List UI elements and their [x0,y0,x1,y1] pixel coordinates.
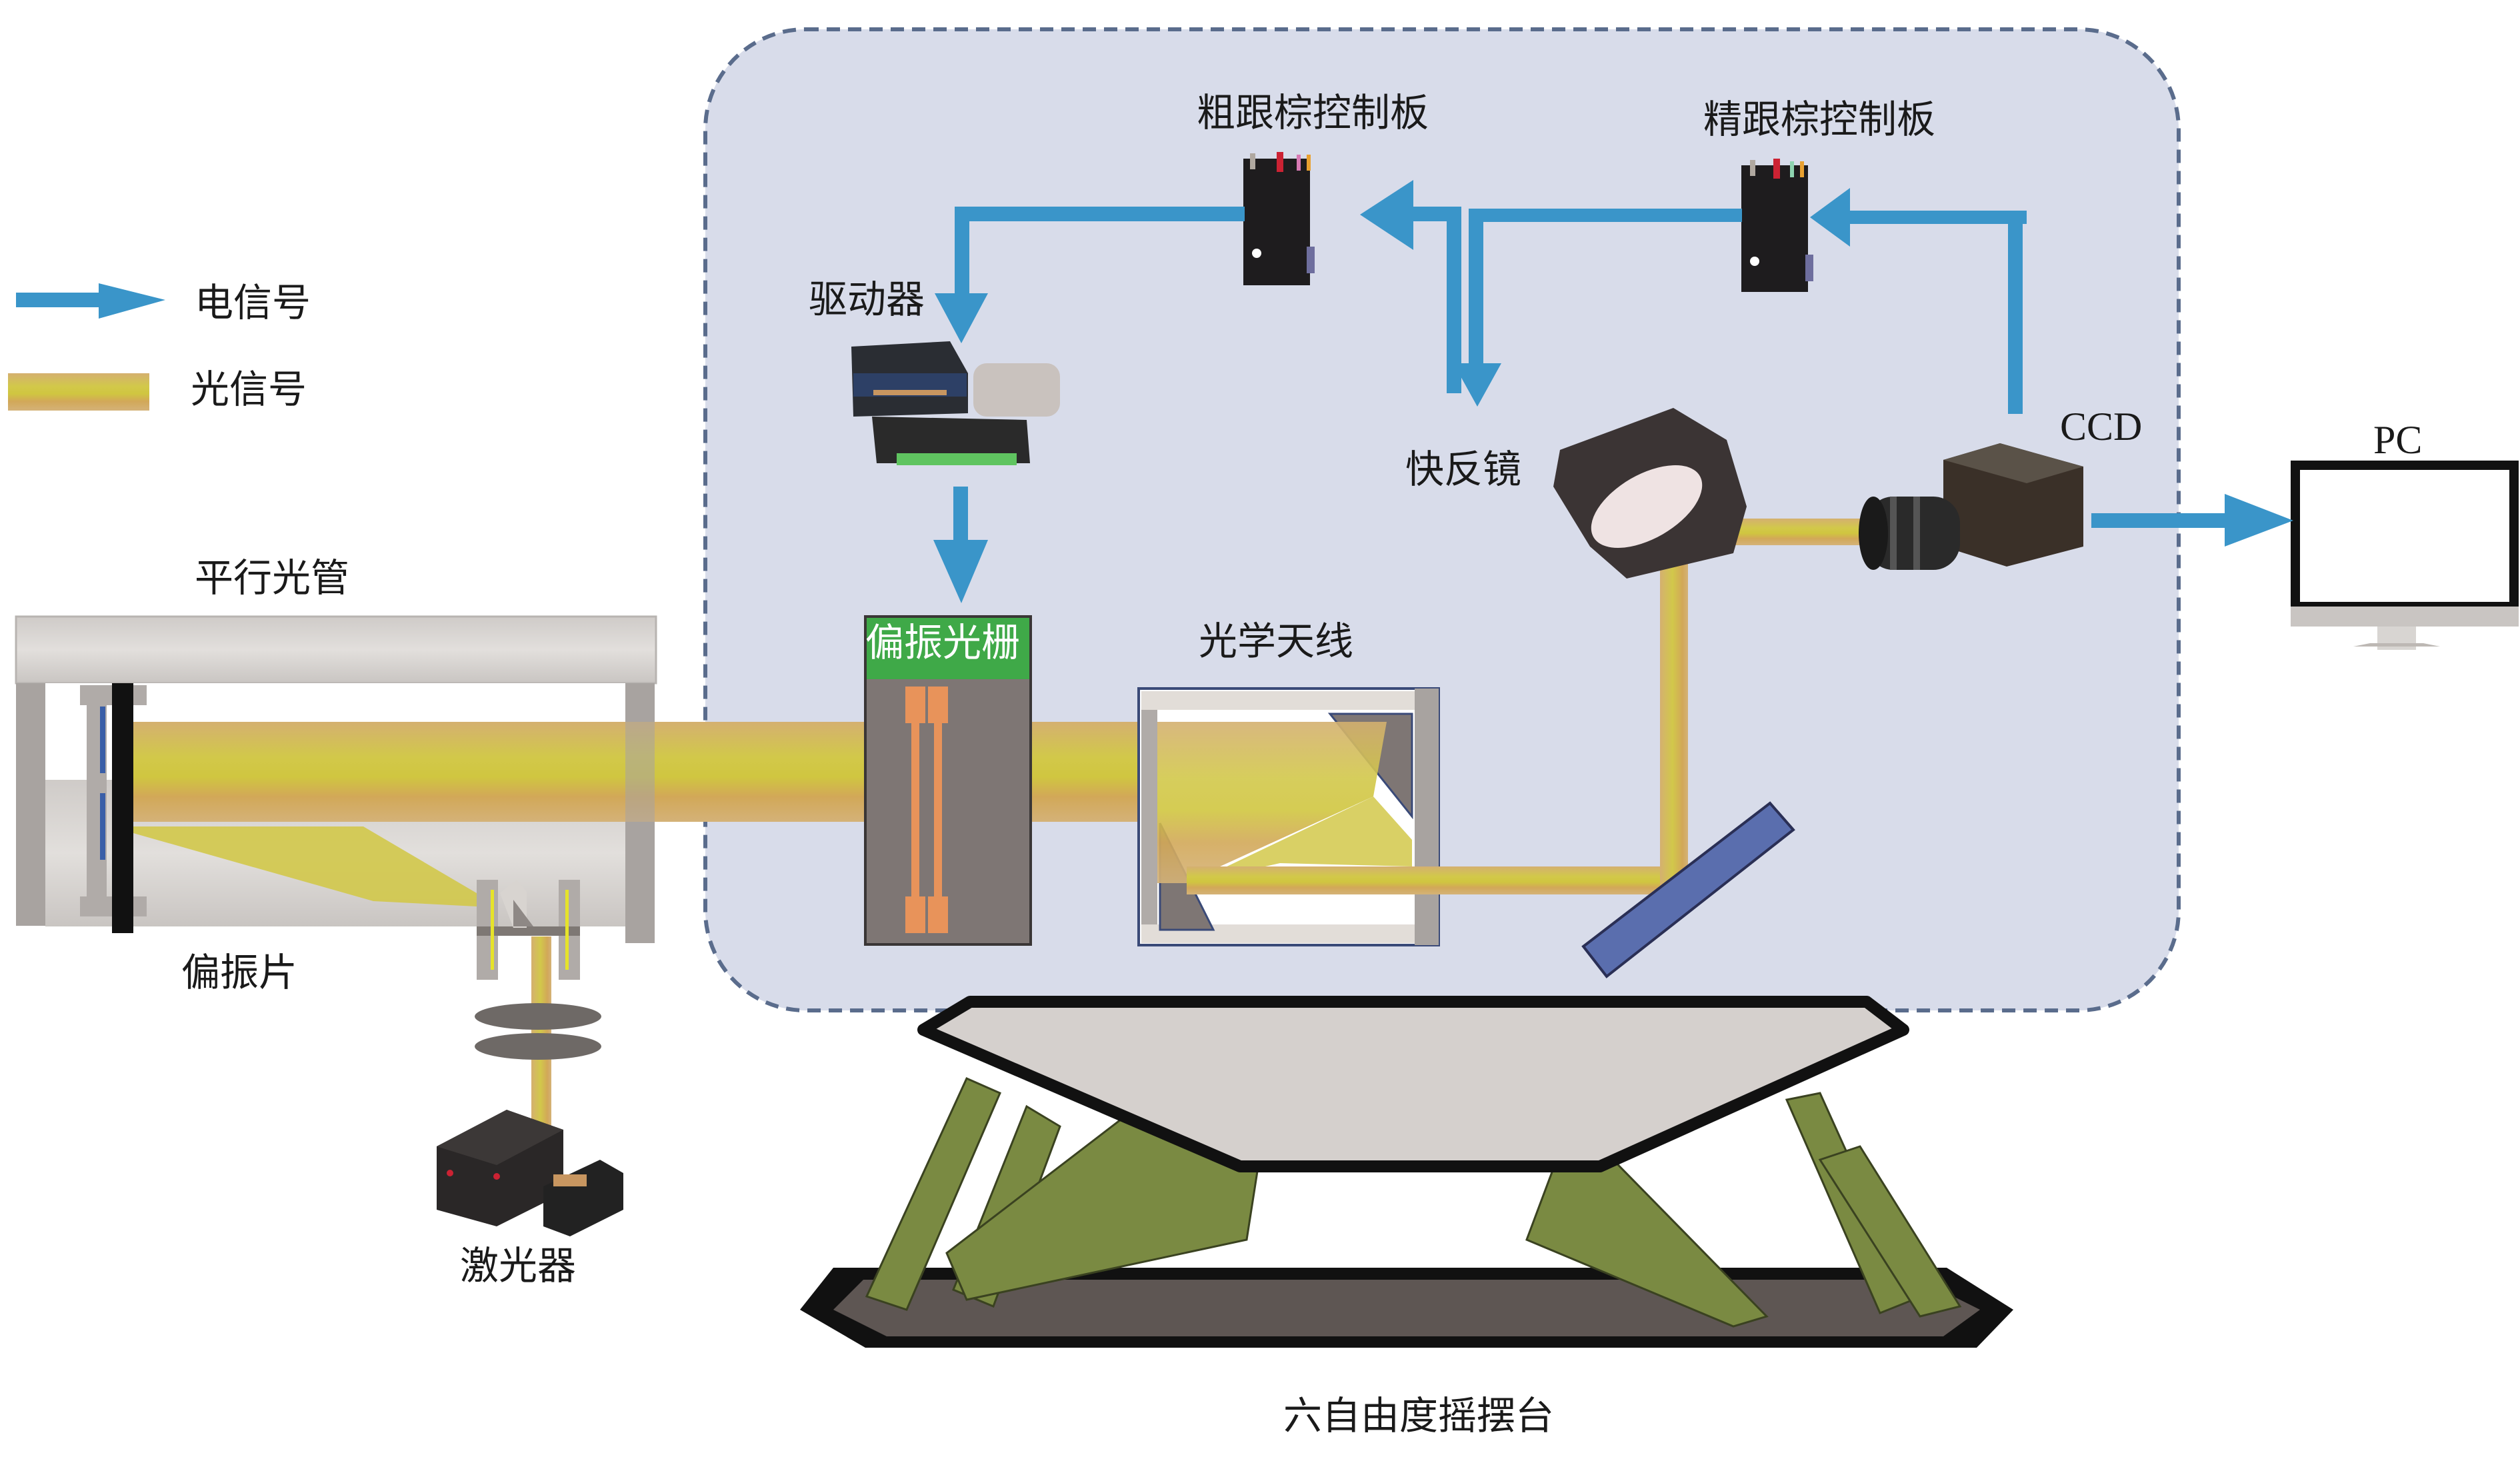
reflected-beam [133,826,477,906]
legend-electric-arrow-icon [16,283,165,319]
antenna-label: 光学天线 [1199,619,1354,664]
arrow-to-grating-icon [933,540,988,603]
driver-icon [851,341,1060,465]
collimator-label: 平行光管 [195,555,350,601]
polarizer [477,880,580,980]
legend-optical-label: 光信号 [191,367,307,412]
coarse-board-icon [1243,152,1315,285]
arrow-to-pc-icon [2225,494,2293,547]
polarization-grating [864,615,1032,946]
main-optical-beam [133,722,877,822]
ccd-label: CCD [2060,405,2143,449]
hexapod-label: 六自由度摇摆台 [1283,1393,1555,1438]
legend [8,283,165,411]
collimator-mirror [112,683,133,933]
grating-label: 偏振光栅 [865,620,1021,665]
lens-2 [475,1033,601,1060]
lens-1 [475,1003,601,1030]
fine-board-icon [1741,159,1813,292]
laser-label: 激光器 [460,1243,577,1288]
pc-label: PC [2373,418,2423,462]
fold-mirror [1581,801,1795,978]
coarse-board-label: 粗跟棕控制板 [1197,90,1429,135]
hexapod-platform [800,996,2013,1348]
legend-electric-label: 电信号 [195,280,311,325]
fast-steering-mirror-icon [1553,408,1747,579]
fine-board-label: 精跟棕控制板 [1703,97,1936,142]
hexapod-top-plate [917,996,1909,1172]
arrow-to-coarse-board-icon [1360,180,1413,250]
pc-monitor-icon [2291,461,2519,650]
optical-antenna [1137,687,1440,946]
electric-signal-paths [933,180,2293,603]
arrow-to-fsm-icon [1453,363,1501,407]
arrow-to-driver-icon [935,293,988,343]
fsm-label: 快反镜 [1405,447,1522,492]
legend-optical-bar-icon [8,373,149,411]
laser-device-icon [437,1110,623,1236]
polarizer-label: 偏振片 [181,950,298,995]
ccd-camera-icon [1859,443,2083,570]
driver-label: 驱动器 [809,277,925,322]
